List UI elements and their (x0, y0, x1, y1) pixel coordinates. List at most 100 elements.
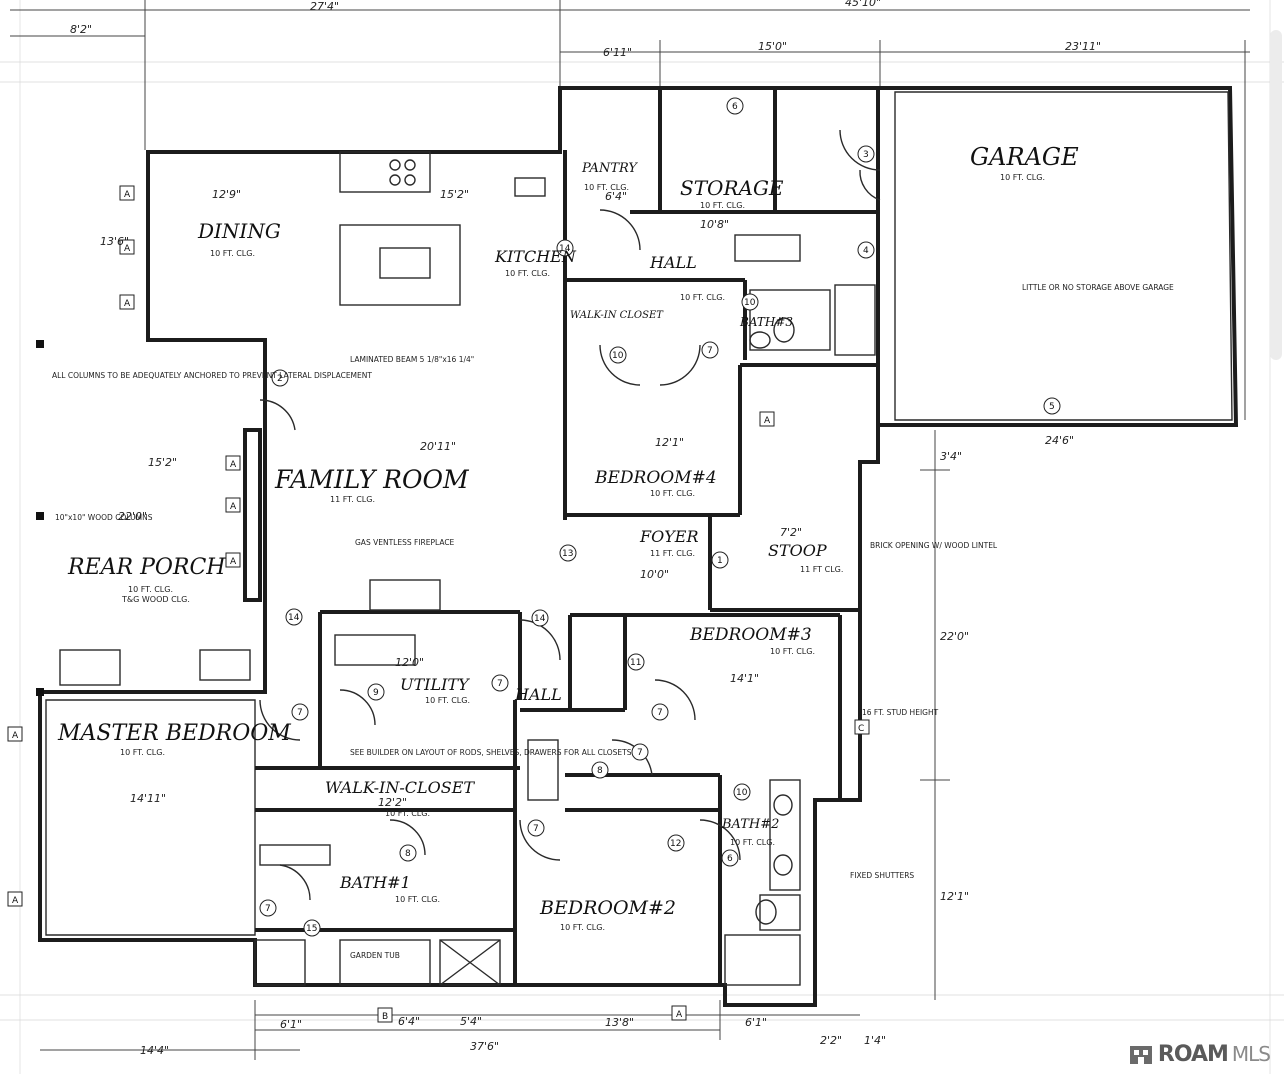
storage-clg: 10 FT. CLG. (700, 201, 745, 210)
porch-clg: 10 FT. CLG. (128, 585, 173, 594)
bath1-clg: 10 FT. CLG. (395, 895, 440, 904)
dim-dining-h: 13'6" (100, 235, 129, 248)
roam-mls-logo: ROAM MLS (1128, 1040, 1271, 1068)
walkin-label: WALK-IN-CLOSET (325, 778, 475, 797)
svg-text:7: 7 (533, 824, 539, 834)
svg-text:12: 12 (670, 839, 681, 849)
svg-text:8: 8 (597, 766, 603, 776)
note-builder: SEE BUILDER ON LAYOUT OF RODS, SHELVES, … (350, 748, 632, 757)
dim-bottom-b: 6'4" (398, 1015, 420, 1028)
bath2-clg: 10 FT. CLG. (730, 838, 775, 847)
svg-text:8: 8 (405, 849, 411, 859)
door-number-tags: 6 3 4 14 10 7 10 2 5 13 1 14 14 11 9 7 7… (259, 97, 1061, 937)
dim-bottom-e: 6'1" (745, 1016, 767, 1029)
family-clg: 11 FT. CLG. (330, 495, 375, 504)
svg-text:A: A (12, 731, 19, 741)
doors (259, 129, 881, 901)
dim-top-e: 23'11" (1065, 40, 1101, 53)
dim-bottom-g: 1'4" (864, 1034, 886, 1047)
svg-text:5: 5 (1049, 402, 1055, 412)
scrollbar[interactable] (1270, 30, 1282, 360)
window-tags: A A A A A A A A A C B A (7, 185, 870, 1023)
master-label: MASTER BEDROOM (57, 721, 291, 746)
svg-text:C: C (858, 724, 864, 734)
column-markers (36, 340, 44, 696)
kitchen-dim: 15'2" (440, 188, 469, 201)
garage-label: GARAGE (970, 143, 1079, 171)
svg-text:10: 10 (736, 788, 748, 798)
svg-text:A: A (230, 557, 237, 567)
note-brick-opening: BRICK OPENING W/ WOOD LINTEL (870, 541, 998, 550)
bath3-label: BATH#3 (739, 315, 793, 329)
svg-text:14: 14 (288, 613, 300, 623)
svg-text:A: A (764, 416, 771, 426)
bedroom3-dim: 14'1" (730, 672, 759, 685)
logo-sub-text: MLS (1231, 1042, 1271, 1066)
dim-right-c: 3'4" (940, 450, 962, 463)
bedroom2-clg: 10 FT. CLG. (560, 923, 605, 932)
svg-text:4: 4 (863, 246, 869, 256)
dim-garage-width: 24'6" (1045, 434, 1074, 447)
svg-text:11: 11 (630, 658, 641, 668)
svg-text:A: A (12, 896, 19, 906)
svg-text:10: 10 (744, 298, 756, 308)
svg-text:10: 10 (612, 351, 624, 361)
dim-right-b: 12'1" (940, 890, 969, 903)
svg-text:2: 2 (277, 374, 283, 384)
note-stud-height: 16 FT. STUD HEIGHT (862, 708, 939, 717)
hall-top-clg: 10 FT. CLG. (680, 293, 725, 302)
pantry-label: PANTRY (581, 161, 638, 176)
svg-text:6: 6 (732, 102, 738, 112)
bath1-label: BATH#1 (339, 873, 411, 892)
logo-main-text: ROAM (1157, 1041, 1229, 1067)
svg-text:1: 1 (717, 556, 723, 566)
walkin-clg: 10 FT. CLG. (385, 809, 430, 818)
right-dimension-lines (920, 430, 950, 1000)
svg-text:7: 7 (265, 904, 271, 914)
exterior-walls (38, 86, 1239, 1007)
garage-clg: 10 FT. CLG. (1000, 173, 1045, 182)
bedroom2-label: BEDROOM#2 (539, 897, 676, 919)
kitchen-label: KITCHEN (494, 247, 577, 266)
svg-text:6: 6 (727, 854, 733, 864)
utility-label: UTILITY (400, 675, 470, 694)
master-dim: 14'11" (130, 792, 166, 805)
dim-bottom-f: 2'2" (820, 1034, 842, 1047)
utility-dim: 12'0" (395, 656, 424, 669)
dim-bottom-left: 14'4" (140, 1044, 169, 1057)
svg-text:3: 3 (863, 150, 869, 160)
building-icon (1128, 1042, 1154, 1066)
porch-label: REAR PORCH (67, 555, 226, 580)
dimension-labels: 8'2" 27'4" 45'10" 6'11" 15'0" 23'11" 24'… (70, 0, 1101, 1057)
svg-text:7: 7 (637, 748, 643, 758)
note-wood-columns: 10"x10" WOOD COLUMNS (55, 513, 153, 522)
dim-top-a: 27'4" (310, 0, 339, 13)
dining-label: DINING (197, 219, 281, 243)
dim-bottom-total: 37'6" (470, 1040, 499, 1053)
svg-text:7: 7 (657, 708, 663, 718)
note-garage-storage: LITTLE OR NO STORAGE ABOVE GARAGE (1022, 283, 1174, 292)
svg-text:7: 7 (707, 346, 713, 356)
dim-bottom-a: 6'1" (280, 1018, 302, 1031)
pantry-clg: 10 FT. CLG. (584, 183, 629, 192)
svg-text:7: 7 (297, 708, 303, 718)
dim-top-left: 8'2" (70, 23, 92, 36)
svg-text:7: 7 (497, 679, 503, 689)
dim-bottom-d: 13'8" (605, 1016, 634, 1029)
kitchen-clg: 10 FT. CLG. (505, 269, 550, 278)
note-shutters: FIXED SHUTTERS (850, 871, 914, 880)
svg-text:13: 13 (562, 549, 573, 559)
svg-text:A: A (124, 244, 131, 254)
stoop-dim: 7'2" (780, 526, 802, 539)
bedroom3-clg: 10 FT. CLG. (770, 647, 815, 656)
top-dimension-lines (10, 0, 1250, 420)
porch-clg2: T&G WOOD CLG. (121, 595, 190, 604)
interior-walls (255, 90, 880, 985)
svg-text:A: A (230, 502, 237, 512)
utility-clg: 10 FT. CLG. (425, 696, 470, 705)
fixtures (59, 151, 876, 986)
dining-clg: 10 FT. CLG. (210, 249, 255, 258)
dim-top-c: 6'11" (603, 46, 632, 59)
bedroom4-label: BEDROOM#4 (594, 468, 717, 488)
